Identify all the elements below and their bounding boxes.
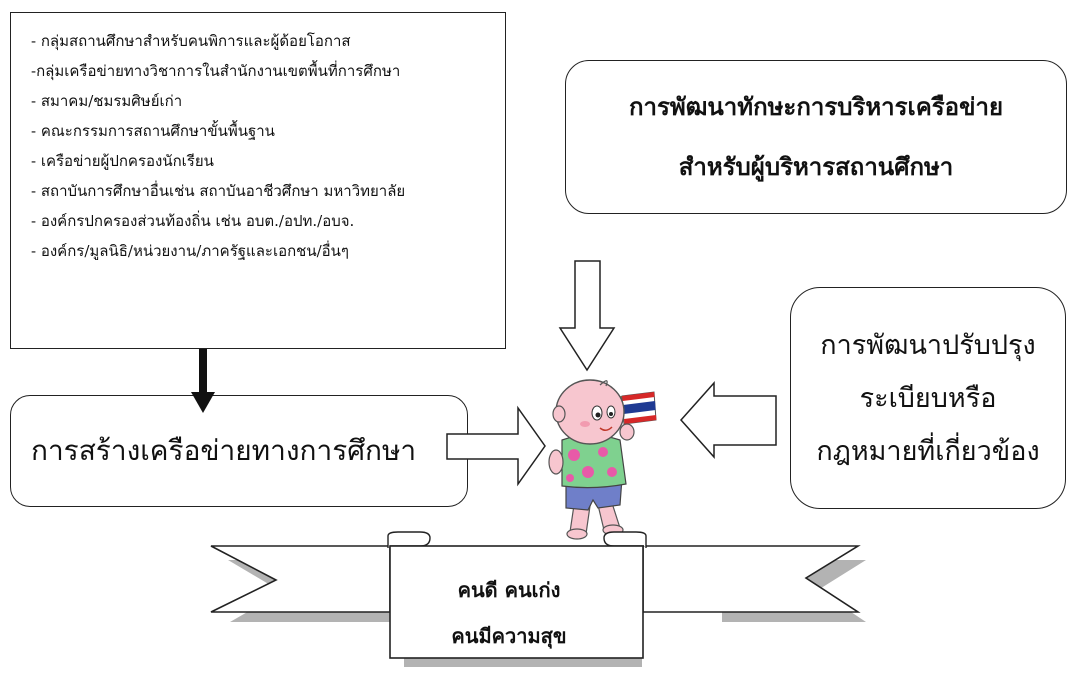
admin-skill-box: การพัฒนาทักษะการบริหารเครือข่าย สำหรับผู… (565, 60, 1067, 214)
child-with-flag-illustration (548, 379, 657, 540)
admin-skill-line-1: การพัฒนาทักษะการบริหารเครือข่าย (628, 92, 1004, 121)
stakeholder-item: - เครือข่ายผู้ปกครองนักเรียน (31, 152, 214, 170)
network-building-box: การสร้างเครือข่ายทางการศึกษา (10, 395, 468, 507)
banner-line-1: คนดี คนเก่ง (457, 578, 561, 602)
solid-down-arrow (191, 349, 215, 413)
law-improvement-line-1: การพัฒนาปรับปรุง (820, 329, 1036, 361)
admin-skill-line-2: สำหรับผู้บริหารสถานศึกษา (678, 152, 954, 181)
banner-center-panel (389, 545, 644, 659)
ribbon-banner (210, 531, 866, 667)
network-building-label: การสร้างเครือข่ายทางการศึกษา (31, 434, 417, 467)
banner-left-tail (210, 545, 391, 613)
stakeholder-item: -กลุ่มเครือข่ายทางวิชาการในสำนักงานเขตพื… (31, 62, 401, 80)
left-arrow-icon (679, 381, 777, 459)
thai-flag-icon (621, 391, 657, 425)
stakeholder-item: - กลุ่มสถานศึกษาสำหรับคนพิการและผู้ด้อยโ… (31, 32, 351, 50)
stakeholder-item: - องค์กรปกครองส่วนท้องถิ่น เช่น อบต./อปท… (31, 212, 355, 230)
stakeholder-item: - องค์กร/มูลนิธิ/หน่วยงาน/ภาครัฐและเอกชน… (31, 242, 349, 260)
stakeholder-item: - สมาคม/ชมรมศิษย์เก่า (31, 92, 183, 110)
law-improvement-line-3: กฎหมายที่เกี่ยวข้อง (816, 435, 1040, 467)
banner-line-2: คนมีความสุข (451, 624, 567, 648)
stakeholder-item: - คณะกรรมการสถานศึกษาขั้นพื้นฐาน (31, 122, 275, 140)
right-arrow-icon (446, 405, 546, 487)
law-improvement-box: การพัฒนาปรับปรุง ระเบียบหรือ กฎหมายที่เก… (790, 287, 1066, 509)
stakeholder-item: - สถาบันการศึกษาอื่นเช่น สถาบันอาชีวศึกษ… (31, 182, 406, 200)
down-arrow-icon (558, 260, 616, 372)
stakeholder-list-box: - กลุ่มสถานศึกษาสำหรับคนพิการและผู้ด้อยโ… (10, 12, 506, 349)
law-improvement-line-2: ระเบียบหรือ (859, 382, 997, 414)
